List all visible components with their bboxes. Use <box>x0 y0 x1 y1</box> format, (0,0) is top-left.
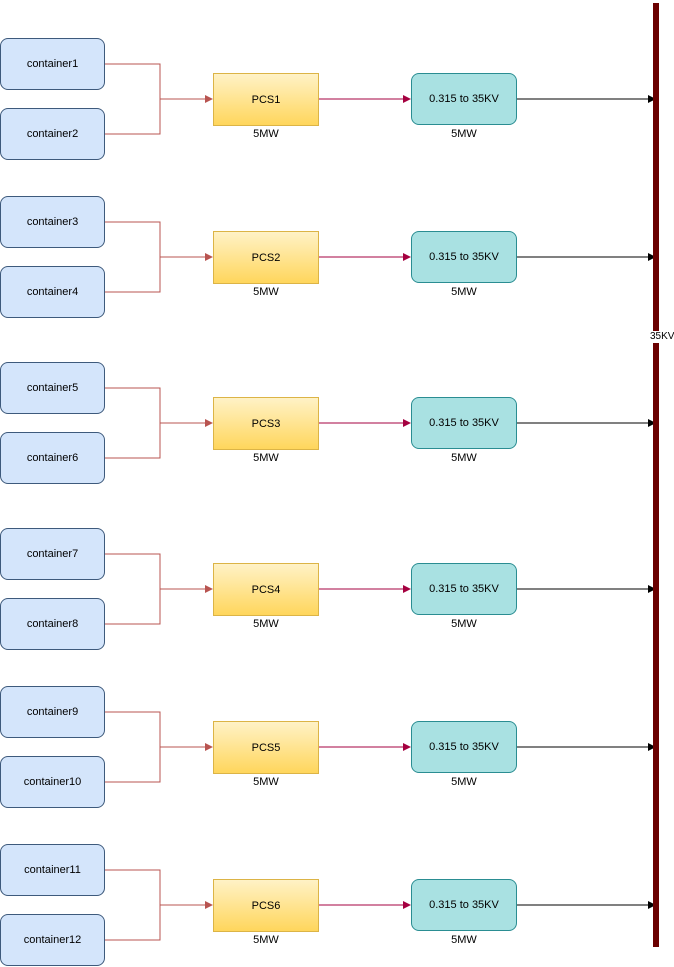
transformer-rating-label: 5MW <box>451 618 477 630</box>
container-link <box>105 905 161 941</box>
container-box[interactable]: container11 <box>0 844 105 896</box>
transformer-box[interactable]: 0.315 to 35KV <box>411 563 517 615</box>
transformer-rating-label: 5MW <box>451 452 477 464</box>
pcs-box[interactable]: PCS4 <box>213 563 319 616</box>
container-link <box>105 99 161 135</box>
container-box[interactable]: container4 <box>0 266 105 318</box>
transformer-box[interactable]: 0.315 to 35KV <box>411 879 517 931</box>
container-box[interactable]: container10 <box>0 756 105 808</box>
container-link <box>105 63 161 99</box>
transformer-box[interactable]: 0.315 to 35KV <box>411 73 517 125</box>
container-box[interactable]: container1 <box>0 38 105 90</box>
pcs-box[interactable]: PCS5 <box>213 721 319 774</box>
pcs-rating-label: 5MW <box>253 452 279 464</box>
pcs-rating-label: 5MW <box>253 128 279 140</box>
transformer-rating-label: 5MW <box>451 286 477 298</box>
pcs-box[interactable]: PCS6 <box>213 879 319 932</box>
transformer-box[interactable]: 0.315 to 35KV <box>411 397 517 449</box>
container-link <box>105 221 161 257</box>
pcs-rating-label: 5MW <box>253 286 279 298</box>
transformer-box[interactable]: 0.315 to 35KV <box>411 231 517 283</box>
container-box[interactable]: container9 <box>0 686 105 738</box>
transformer-rating-label: 5MW <box>451 776 477 788</box>
container-box[interactable]: container2 <box>0 108 105 160</box>
container-box[interactable]: container3 <box>0 196 105 248</box>
pcs-box[interactable]: PCS3 <box>213 397 319 450</box>
container-link <box>105 257 161 293</box>
container-box[interactable]: container7 <box>0 528 105 580</box>
container-box[interactable]: container6 <box>0 432 105 484</box>
container-box[interactable]: container5 <box>0 362 105 414</box>
container-link <box>105 747 161 783</box>
container-link <box>105 553 161 589</box>
pcs-box[interactable]: PCS1 <box>213 73 319 126</box>
container-link <box>105 711 161 747</box>
transformer-rating-label: 5MW <box>451 128 477 140</box>
container-link <box>105 589 161 625</box>
pcs-rating-label: 5MW <box>253 776 279 788</box>
container-link <box>105 387 161 423</box>
bus-label: 35KV <box>649 331 674 343</box>
pcs-box[interactable]: PCS2 <box>213 231 319 284</box>
transformer-box[interactable]: 0.315 to 35KV <box>411 721 517 773</box>
transformer-rating-label: 5MW <box>451 934 477 946</box>
container-link <box>105 869 161 905</box>
container-box[interactable]: container8 <box>0 598 105 650</box>
container-link <box>105 423 161 459</box>
pcs-rating-label: 5MW <box>253 934 279 946</box>
pcs-rating-label: 5MW <box>253 618 279 630</box>
container-box[interactable]: container12 <box>0 914 105 966</box>
